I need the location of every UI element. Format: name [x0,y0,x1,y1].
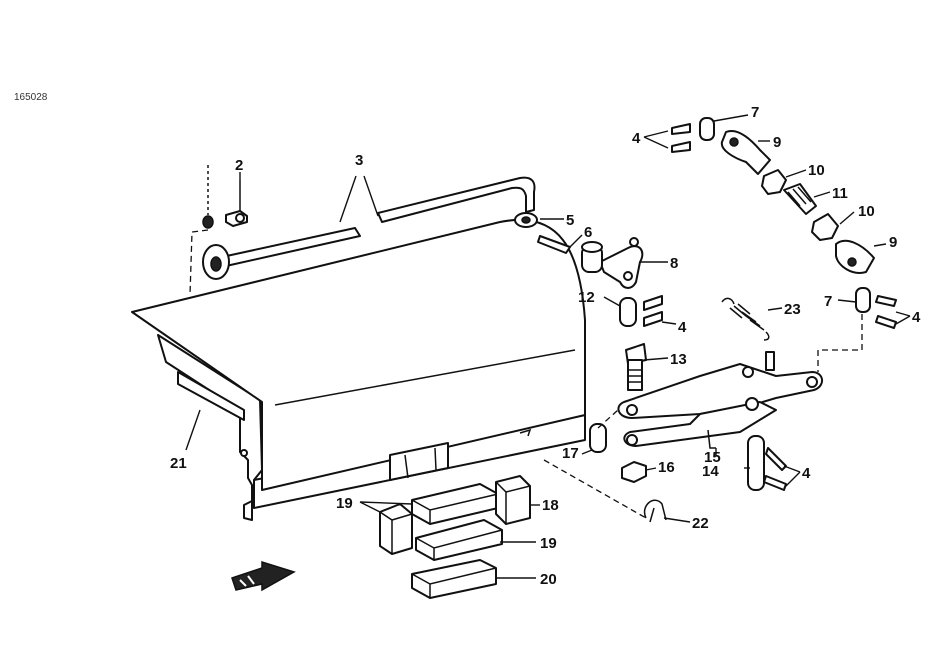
callout-6: 6 [584,224,592,241]
callout-16: 16 [658,459,675,476]
callout-22: 22 [692,515,709,532]
part-bushing-17 [589,423,607,453]
part-cotter-pins-14 [763,447,787,491]
part-lever-8 [581,237,644,289]
part-cotter-pins-12 [643,295,663,327]
cover-housing [131,218,586,521]
callout-3: 3 [355,152,363,169]
callout-21: 21 [170,455,187,472]
callout-23: 23 [784,301,801,318]
part-rods [189,176,536,296]
callout-13: 13 [670,351,687,368]
callout-9-lower: 9 [889,234,897,251]
part-bell-crank-15 [617,351,823,449]
part-cotter-pin-6 [537,235,571,254]
callout-20: 20 [540,571,557,588]
callout-4-lower: 4 [802,465,811,482]
callout-2: 2 [235,157,243,174]
part-pin-7-right [855,287,871,313]
callout-7-right: 7 [824,293,832,310]
callout-4-top: 4 [632,130,641,147]
part-bushing-12 [619,297,637,327]
part-bolt-13 [625,343,647,391]
part-weights [379,475,531,599]
callout-4-mid: 4 [678,319,687,336]
callout-5: 5 [566,212,574,229]
part-cotter-pins-right [875,295,897,329]
callout-15: 15 [704,449,721,466]
front-direction-arrow-icon [231,560,296,592]
callout-9-top: 9 [773,134,781,151]
callout-18: 18 [542,497,559,514]
callout-4-right: 4 [912,309,921,326]
callout-11: 11 [832,185,848,202]
leader-lines [185,114,911,579]
callouts: 2 3 4 4 4 4 5 6 7 7 8 9 9 10 10 11 12 13… [170,104,921,588]
part-upper-linkage [671,117,875,274]
part-screw-assembly [202,165,248,229]
callout-19-lower: 19 [540,535,557,552]
callout-19-upper: 19 [336,495,353,512]
part-spring-23 [721,297,770,341]
part-pin-14 [747,435,765,491]
callout-14: 14 [702,463,719,480]
callout-17: 17 [562,445,579,462]
figure-code: 165028 [14,92,48,103]
callout-7-top: 7 [751,104,759,121]
part-nut-16 [621,461,647,483]
part-clip-22 [643,499,667,523]
callout-10-lower: 10 [858,203,875,220]
callout-8: 8 [670,255,678,272]
callout-12: 12 [578,289,595,306]
callout-10-top: 10 [808,162,825,179]
